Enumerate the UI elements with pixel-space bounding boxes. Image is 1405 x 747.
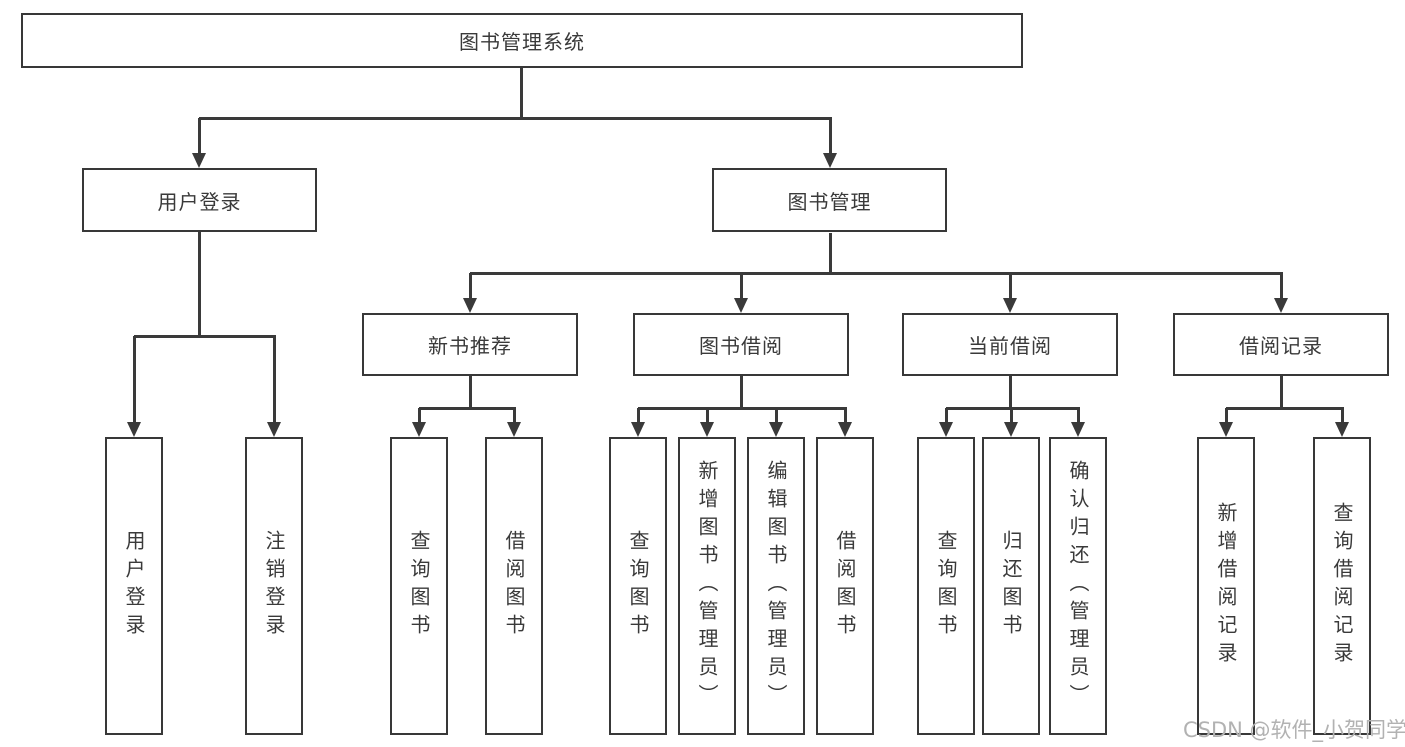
node-label: 图书管理 xyxy=(787,189,872,214)
leaf-label: 查询图书 xyxy=(626,530,650,642)
leaf-borrow-books-recommend: 借阅图书 xyxy=(485,437,543,735)
connector-line xyxy=(1077,408,1080,425)
leaf-label: 借阅图书 xyxy=(502,530,526,642)
arrow-down-icon xyxy=(939,422,953,437)
arrow-down-icon xyxy=(769,422,783,437)
connector-line xyxy=(198,232,201,338)
leaf-logout: 注销登录 xyxy=(245,437,303,735)
arrow-down-icon xyxy=(127,422,141,437)
connector-line xyxy=(946,407,1080,410)
leaf-query-books-borrowing: 查询图书 xyxy=(609,437,667,735)
leaf-label: 查询图书 xyxy=(934,530,958,642)
connector-line xyxy=(418,408,421,425)
arrow-down-icon xyxy=(823,153,837,168)
leaf-query-books-recommend: 查询图书 xyxy=(390,437,448,735)
connector-line xyxy=(1009,376,1012,409)
leaf-borrow-books-borrowing: 借阅图书 xyxy=(816,437,874,735)
connector-line xyxy=(1280,273,1283,301)
arrow-down-icon xyxy=(838,422,852,437)
node-label: 借阅记录 xyxy=(1239,334,1323,358)
leaf-confirm-return-admin: 确认归还（管理员） xyxy=(1049,437,1107,735)
connector-line xyxy=(469,376,472,409)
leaf-add-borrow-record: 新增借阅记录 xyxy=(1197,437,1255,735)
arrow-down-icon xyxy=(700,422,714,437)
arrow-down-icon xyxy=(192,153,206,168)
arrow-down-icon xyxy=(1219,422,1233,437)
node-library-management-system: 图书管理系统 xyxy=(21,13,1023,68)
leaf-label: 编辑图书（管理员） xyxy=(764,460,788,712)
connector-line xyxy=(740,273,743,301)
connector-line xyxy=(1280,376,1283,409)
node-book-management: 图书管理 xyxy=(712,168,947,232)
node-borrowing-records: 借阅记录 xyxy=(1173,313,1389,376)
connector-line xyxy=(1226,407,1344,410)
leaf-label: 查询图书 xyxy=(407,530,431,642)
connector-line xyxy=(740,376,743,409)
connector-line xyxy=(134,335,276,338)
arrow-down-icon xyxy=(1335,422,1349,437)
connector-line xyxy=(638,407,847,410)
node-label: 图书借阅 xyxy=(699,334,783,358)
connector-line xyxy=(198,118,201,156)
connector-line xyxy=(829,118,832,156)
connector-line xyxy=(133,336,136,424)
arrow-down-icon xyxy=(1003,298,1017,313)
connector-line xyxy=(1341,408,1344,425)
node-label: 用户登录 xyxy=(157,189,242,214)
arrow-down-icon xyxy=(1004,422,1018,437)
leaf-label: 借阅图书 xyxy=(833,530,857,642)
arrow-down-icon xyxy=(463,298,477,313)
leaf-label: 确认归还（管理员） xyxy=(1066,460,1090,712)
node-label: 图书管理系统 xyxy=(459,30,585,54)
leaf-user-login: 用户登录 xyxy=(105,437,163,735)
node-current-borrowing: 当前借阅 xyxy=(902,313,1118,376)
connector-line xyxy=(199,117,832,120)
node-user-login: 用户登录 xyxy=(82,168,317,232)
connector-line xyxy=(829,233,832,275)
connector-line xyxy=(1010,408,1013,425)
leaf-edit-books-admin: 编辑图书（管理员） xyxy=(747,437,805,735)
arrow-down-icon xyxy=(1071,422,1085,437)
node-new-book-recommendation: 新书推荐 xyxy=(362,313,578,376)
leaf-query-borrow-record: 查询借阅记录 xyxy=(1313,437,1371,735)
leaf-label: 注销登录 xyxy=(262,530,286,642)
leaf-label: 用户登录 xyxy=(122,530,146,642)
connector-line xyxy=(706,408,709,425)
arrow-down-icon xyxy=(507,422,521,437)
arrow-down-icon xyxy=(412,422,426,437)
connector-line xyxy=(469,273,472,301)
leaf-label: 新增图书（管理员） xyxy=(695,460,719,712)
node-label: 新书推荐 xyxy=(428,334,512,358)
arrow-down-icon xyxy=(734,298,748,313)
connector-line xyxy=(1009,273,1012,301)
leaf-label: 查询借阅记录 xyxy=(1330,502,1354,670)
leaf-label: 归还图书 xyxy=(999,530,1023,642)
connector-line xyxy=(273,336,276,424)
arrow-down-icon xyxy=(1274,298,1288,313)
connector-line xyxy=(775,408,778,425)
connector-line xyxy=(945,408,948,425)
leaf-query-books-current: 查询图书 xyxy=(917,437,975,735)
connector-line xyxy=(520,68,523,118)
arrow-down-icon xyxy=(631,422,645,437)
arrow-down-icon xyxy=(267,422,281,437)
node-book-borrowing: 图书借阅 xyxy=(633,313,849,376)
connector-line xyxy=(637,408,640,425)
connector-line xyxy=(844,408,847,425)
connector-line xyxy=(470,272,1283,275)
csdn-watermark: CSDN @软件_小贺同学 xyxy=(1183,718,1405,742)
leaf-label: 新增借阅记录 xyxy=(1214,502,1238,670)
leaf-add-books-admin: 新增图书（管理员） xyxy=(678,437,736,735)
connector-line xyxy=(419,407,516,410)
connector-line xyxy=(513,408,516,425)
connector-line xyxy=(1225,408,1228,425)
leaf-return-books: 归还图书 xyxy=(982,437,1040,735)
node-label: 当前借阅 xyxy=(968,334,1052,358)
